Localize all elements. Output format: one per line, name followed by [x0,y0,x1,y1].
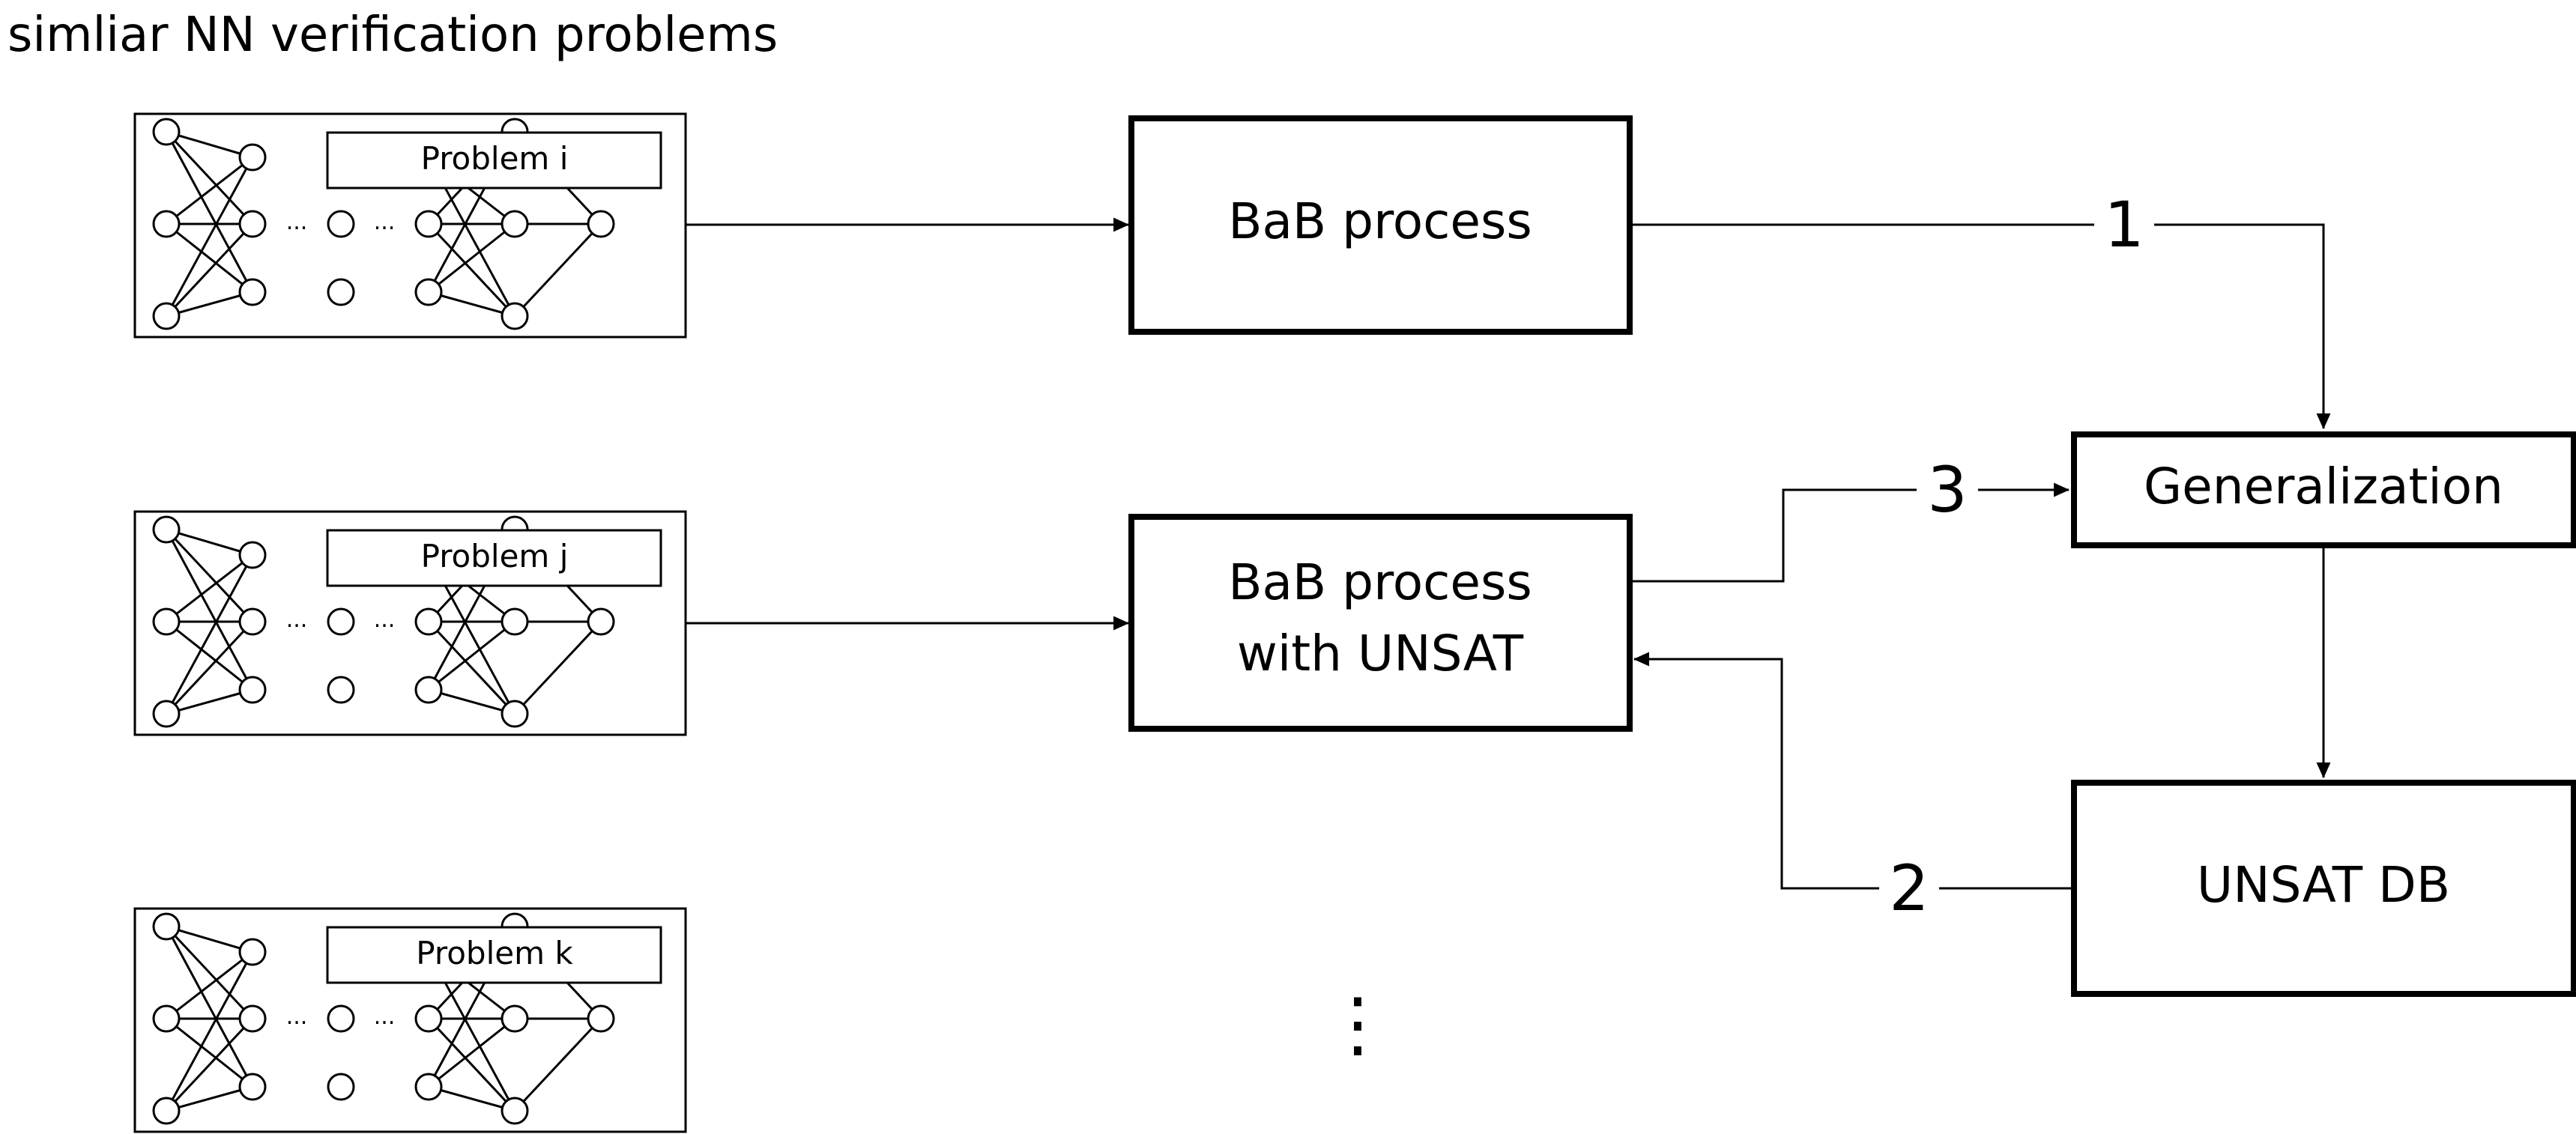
edge-label-1: 1 [2104,188,2144,261]
more-problems-ellipsis: ⋮ [1322,982,1394,1066]
generalization-label: Generalization [2144,458,2503,515]
problem-label: Problem k [416,935,573,971]
ellipsis-right: ... [374,607,396,633]
problem-label-box [326,131,662,189]
edge-1: 1 [1630,188,2331,430]
problem-label-box [326,529,662,587]
unsat-db-box: UNSAT DB [2071,780,2576,997]
ellipsis-left: ... [286,1004,308,1030]
problem-label-box [326,926,662,984]
problem-label: Problem i [421,140,569,177]
edge-label-3: 3 [1927,453,1967,527]
edge-2: 2 [1633,652,2071,925]
problem-panel-k: ... ... Problem k [133,907,687,1133]
bab-unsat-label-line1: BaB process [1228,554,1532,611]
edge-3: 3 [1630,453,2070,583]
problem-panel-i: ... ... Problem i [133,112,687,339]
ellipsis-left: ... [286,607,308,633]
ellipsis-left: ... [286,209,308,235]
problem-label: Problem j [421,538,569,574]
diagram-title: simliar NN verification problems [7,7,778,63]
bab-process-box: BaB process [1128,115,1633,335]
edge-label-2: 2 [1889,852,1929,925]
bab-unsat-process-box: BaB process with UNSAT [1128,514,1633,732]
unsat-db-label: UNSAT DB [2197,856,2450,914]
bab-process-label: BaB process [1228,192,1532,250]
ellipsis-right: ... [374,1004,396,1030]
ellipsis-right: ... [374,209,396,235]
problem-panel-j: ... ... Problem j [133,510,687,736]
bab-unsat-label-line2: with UNSAT [1237,625,1524,682]
generalization-box: Generalization [2071,431,2576,548]
